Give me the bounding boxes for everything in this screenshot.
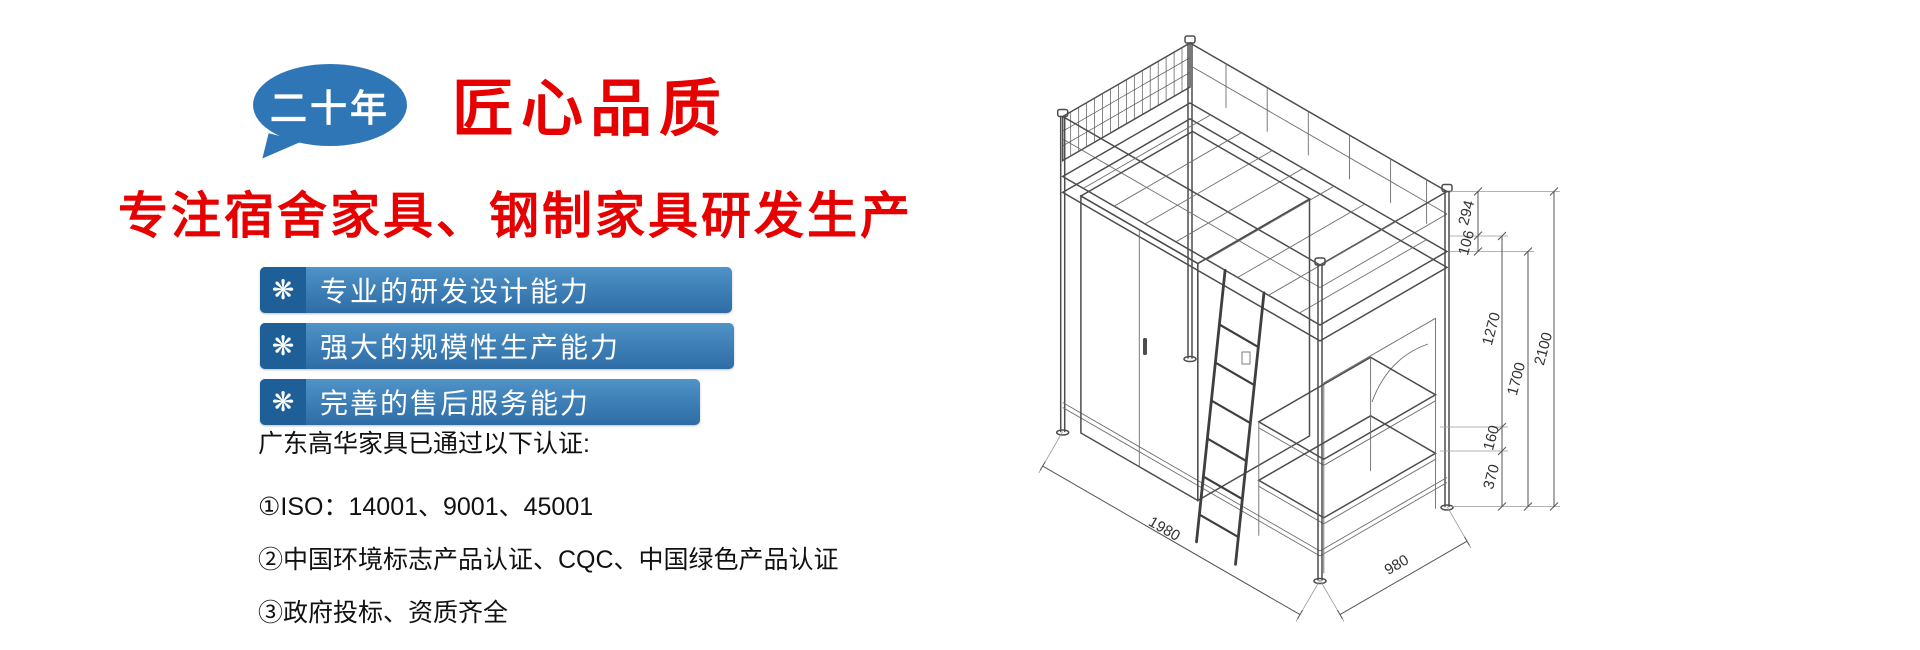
floor-dimensions: 1980 980	[1039, 461, 1470, 620]
certification-item: ②中国环境标志产品认证、CQC、中国绿色产品认证	[258, 546, 839, 574]
feature-label: 专业的研发设计能力	[320, 276, 591, 307]
dimension-label-total-height: 2100	[1531, 331, 1556, 368]
dimension-label-length: 1980	[1146, 513, 1183, 544]
desk-and-shelves	[1257, 317, 1437, 574]
dimension-label-desk: 370	[1480, 463, 1503, 492]
bed-post-front	[1313, 257, 1327, 585]
product-drawing: 294 106 1270 160 370 1700 2100 1980 980	[990, 0, 1630, 650]
extension-lines	[1038, 191, 1560, 622]
certifications-heading: 广东高华家具已通过以下认证:	[258, 430, 590, 458]
dimension-label-width: 980	[1382, 551, 1412, 578]
bed-platform	[1061, 102, 1449, 342]
height-dimensions: 294 106 1270 160 370 1700 2100	[1455, 187, 1559, 511]
certification-item: ①ISO：14001、9001、45001	[258, 493, 594, 521]
flower-icon: ❋	[260, 323, 306, 369]
years-badge: 二十年	[253, 64, 407, 146]
bed-post-left	[1055, 108, 1070, 436]
dimension-label-frame: 106	[1455, 229, 1478, 258]
dimension-label-guard-rail: 294	[1455, 199, 1478, 228]
wardrobe-handle	[1143, 338, 1147, 355]
feature-bar-rd: ❋ 专业的研发设计能力	[260, 267, 732, 313]
flower-icon: ❋	[260, 379, 306, 425]
certification-item: ③政府投标、资质齐全	[258, 599, 509, 627]
feature-label: 完善的售后服务能力	[320, 388, 591, 419]
bed-post-right	[1440, 183, 1454, 511]
certifications: 广东高华家具已通过以下认证: ①ISO：14001、9001、45001 ②中国…	[258, 424, 839, 646]
years-badge-label: 二十年	[270, 88, 390, 129]
feature-label: 强大的规模性生产能力	[320, 332, 621, 363]
headline: 匠心品质	[452, 75, 729, 144]
wardrobe-lock	[1241, 351, 1251, 365]
feature-list: ❋ 专业的研发设计能力 ❋ 强大的规模性生产能力 ❋ 完善的售后服务能力	[260, 267, 734, 435]
low-rails	[1062, 402, 1448, 557]
dimension-label-clearance: 1270	[1479, 311, 1504, 348]
ladder	[1195, 268, 1266, 566]
wardrobe	[1079, 130, 1311, 502]
guard-mesh-panel	[1061, 41, 1191, 162]
feature-bar-production: ❋ 强大的规模性生产能力	[260, 323, 734, 369]
feature-bar-service: ❋ 完善的售后服务能力	[260, 379, 700, 425]
guard-rail-front	[1061, 115, 1448, 288]
guard-rail-far	[1189, 42, 1448, 224]
subheadline: 专注宿舍家具、钢制家具研发生产	[118, 188, 913, 244]
dimension-label-bed-height: 1700	[1504, 361, 1529, 398]
flower-icon: ❋	[260, 267, 306, 313]
dimension-label-seat: 160	[1480, 424, 1503, 453]
loft-bed-drawing: 294 106 1270 160 370 1700 2100 1980 980	[1038, 35, 1560, 622]
